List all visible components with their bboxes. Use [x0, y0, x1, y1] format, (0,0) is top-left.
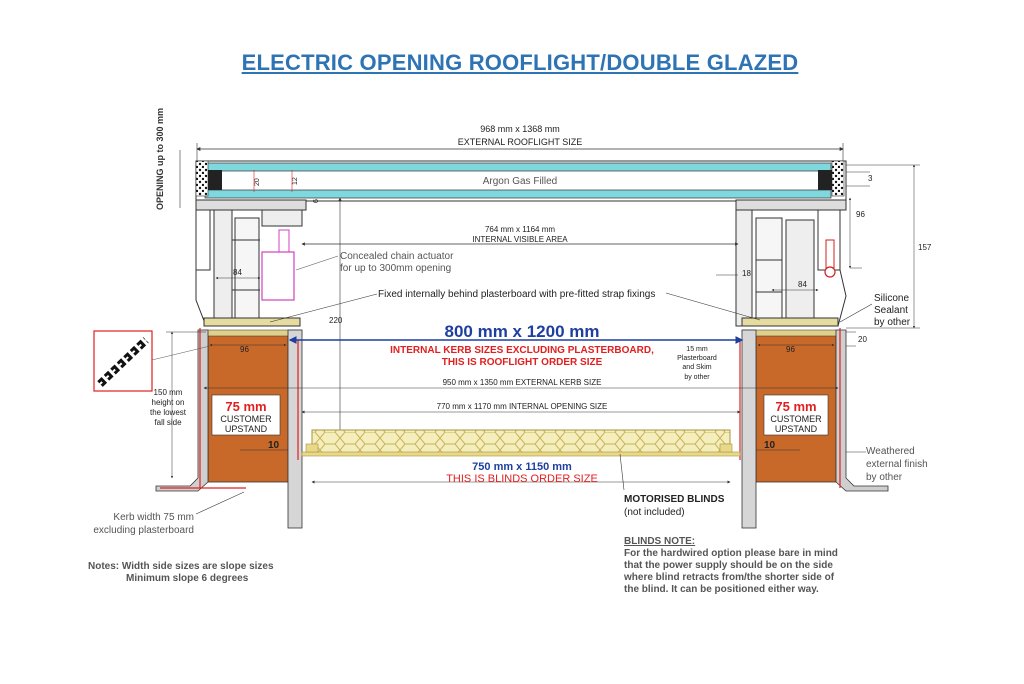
silicone-label-2: Sealant	[874, 305, 908, 316]
glazing-unit	[195, 160, 847, 202]
dim-84-right: 84	[798, 280, 807, 289]
upstand-left-size: 75 mm	[225, 399, 266, 414]
kerb-note-1: INTERNAL KERB SIZES EXCLUDING PLASTERBOA…	[390, 345, 654, 356]
argon-label: Argon Gas Filled	[483, 176, 557, 187]
dim-96-right: 96	[856, 210, 865, 219]
blinds-size-label: THIS IS BLINDS ORDER SIZE	[446, 473, 598, 485]
dim-10-left: 10	[268, 440, 280, 451]
internal-visible-label: INTERNAL VISIBLE AREA	[472, 235, 568, 244]
dim-96-left-kerb: 96	[240, 345, 249, 354]
notes-line-1: Notes: Width side sizes are slope sizes	[88, 561, 274, 572]
actuator-label-1: Concealed chain actuator	[340, 251, 454, 262]
blinds-note-line-2: that the power supply should be on the s…	[624, 560, 833, 571]
weathered-label-1: Weathered	[866, 446, 915, 457]
plaster-label-1: 15 mm	[686, 346, 708, 353]
upstand-left-line2: UPSTAND	[225, 424, 268, 434]
dim-220: 220	[329, 316, 343, 325]
kerb-width-label-1: Kerb width 75 mm	[113, 512, 194, 523]
silicone-label-3: by other	[874, 317, 911, 328]
upstand-left-line1: CUSTOMER	[220, 414, 272, 424]
plaster-label-4: by other	[684, 374, 710, 381]
height-label-1: 150 mm	[154, 388, 183, 397]
dim-20-small: 20	[254, 178, 261, 186]
left-upstand-box: 75 mm CUSTOMER UPSTAND	[211, 394, 281, 436]
right-upstand-box: 75 mm CUSTOMER UPSTAND	[763, 394, 829, 436]
motorised-label-2: (not included)	[624, 507, 685, 518]
weathered-label-2: external finish	[866, 459, 928, 470]
height-label-2: height on	[152, 398, 185, 407]
fixed-label: Fixed internally behind plasterboard wit…	[378, 289, 655, 300]
upstand-right-line1: CUSTOMER	[770, 414, 822, 424]
blinds-note-line-4: the blind. It can be positioned either w…	[624, 584, 819, 595]
actuator-label-2: for up to 300mm opening	[340, 263, 451, 274]
left-frame-profile	[195, 199, 307, 327]
silicone-label-1: Silicone	[874, 293, 909, 304]
dim-84-left: 84	[233, 268, 242, 277]
hinge-icon	[824, 239, 836, 278]
page-title: ELECTRIC OPENING ROOFLIGHT/DOUBLE GLAZED	[241, 50, 799, 75]
dim-20-right: 20	[858, 335, 867, 344]
kerb-red-lines	[160, 328, 841, 489]
external-size-label: EXTERNAL ROOFLIGHT SIZE	[458, 137, 583, 147]
plaster-label-2: Plasterboard	[677, 355, 717, 362]
blinds-size-value: 750 mm x 1150 mm	[472, 461, 572, 473]
external-kerb-label: 950 mm x 1350 mm EXTERNAL KERB SIZE	[443, 378, 602, 387]
weathered-label-3: by other	[866, 472, 903, 483]
motorised-label-1: MOTORISED BLINDS	[624, 494, 725, 505]
kerb-size-value: 800 mm x 1200 mm	[445, 322, 600, 341]
dim-157: 157	[918, 243, 932, 252]
chain-icon	[93, 330, 153, 392]
notes-line-2: Minimum slope 6 degrees	[126, 573, 249, 584]
chain-actuator	[261, 229, 295, 301]
dim-3: 3	[868, 174, 873, 183]
plaster-label-3: and Skim	[682, 364, 711, 371]
dim-6-small: 6	[313, 199, 320, 203]
blinds-note-line-1: For the hardwired option please bare in …	[624, 548, 838, 559]
kerb-note-2: THIS IS ROOFLIGHT ORDER SIZE	[442, 357, 603, 368]
upstand-right-size: 75 mm	[775, 399, 816, 414]
dim-18: 18	[742, 269, 751, 278]
blinds-note-heading: BLINDS NOTE:	[624, 536, 695, 547]
motorised-blind	[301, 429, 741, 457]
internal-visible-value: 764 mm x 1164 mm	[485, 225, 555, 234]
dim-10-right: 10	[764, 440, 776, 451]
internal-opening-label: 770 mm x 1170 mm INTERNAL OPENING SIZE	[437, 402, 608, 411]
dim-12-small: 12	[292, 177, 299, 185]
upstand-right-line2: UPSTAND	[775, 424, 818, 434]
dim-96-right-kerb: 96	[786, 345, 795, 354]
right-frame-profile	[735, 199, 847, 327]
height-label-3: the lowest	[150, 408, 187, 417]
external-size-value: 968 mm x 1368 mm	[480, 124, 560, 134]
opening-label: OPENING up to 300 mm	[155, 108, 165, 210]
kerb-width-label-2: excluding plasterboard	[93, 525, 194, 536]
height-label-4: fall side	[154, 418, 182, 427]
blinds-note-line-3: where blind retracts from/the shorter si…	[623, 572, 835, 583]
